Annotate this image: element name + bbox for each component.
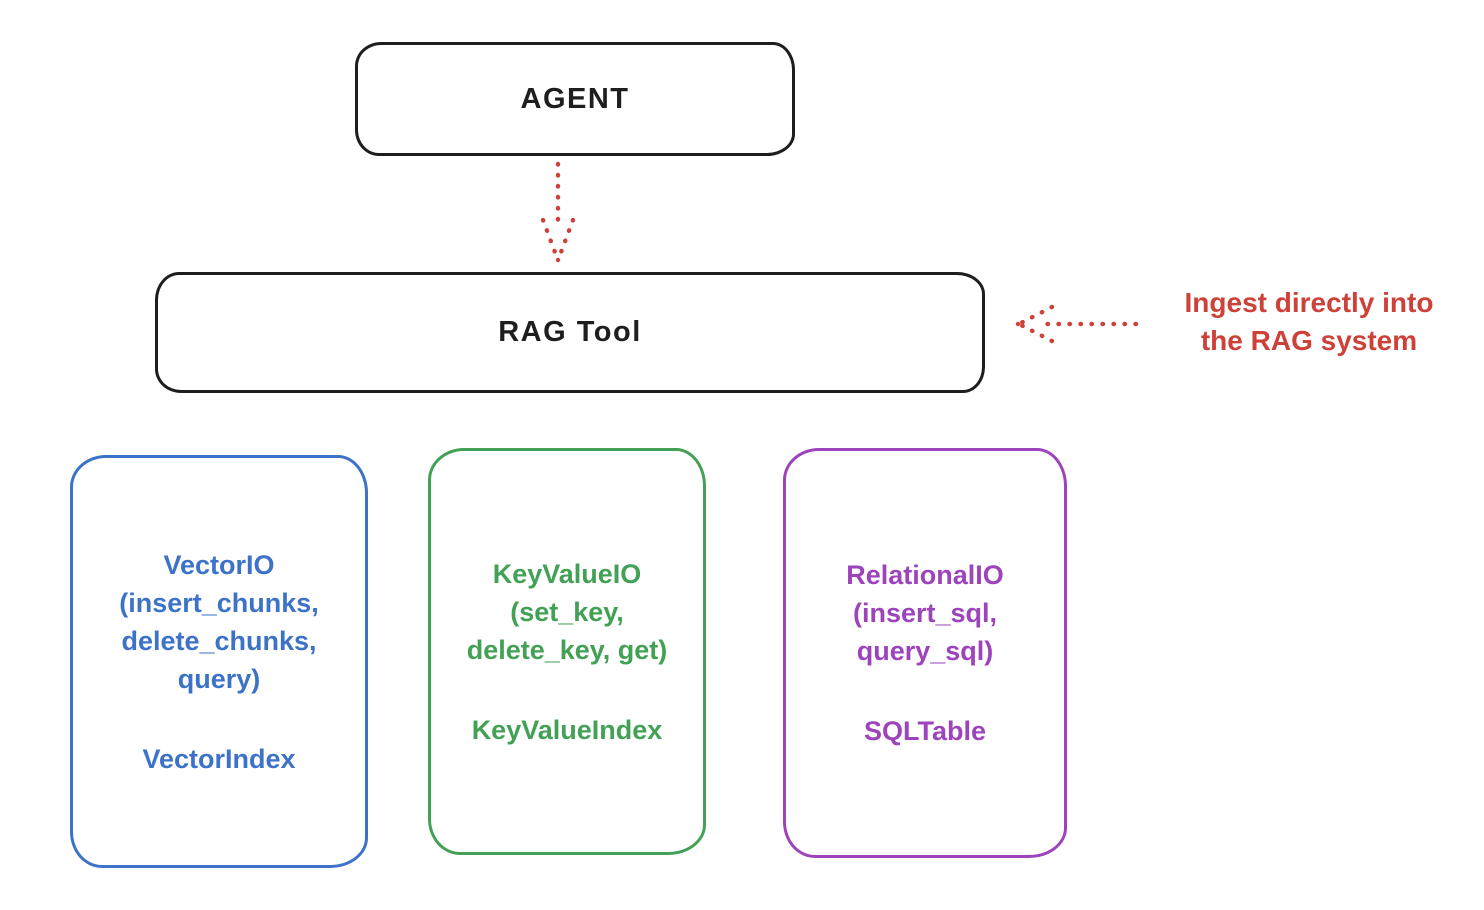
agent-label: AGENT — [520, 82, 630, 115]
agent-to-ragtool-arrow-icon — [540, 161, 576, 263]
ingest-annotation-arrow-icon — [1015, 304, 1139, 344]
relational-io-methods-label: RelationalIO (insert_sql, query_sql) — [846, 560, 1004, 666]
relational-io-box: RelationalIO (insert_sql, query_sql) SQL… — [783, 448, 1067, 858]
keyvalue-io-box: KeyValueIO (set_key, delete_key, get) Ke… — [428, 448, 706, 855]
vector-io-box: VectorIO (insert_chunks, delete_chunks, … — [70, 455, 368, 868]
vector-index-label: VectorIndex — [142, 743, 296, 774]
keyvalue-index-label: KeyValueIndex — [471, 714, 663, 745]
rag-tool-label: RAG Tool — [498, 316, 642, 348]
vector-io-methods-label: VectorIO (insert_chunks, delete_chunks, … — [119, 549, 319, 694]
agent-node: AGENT — [355, 42, 795, 156]
keyvalue-io-methods-label: KeyValueIO (set_key, delete_key, get) — [466, 558, 668, 665]
sqltable-label: SQLTable — [863, 716, 986, 746]
ingest-annotation-text: Ingest directly into the RAG system — [1184, 287, 1434, 356]
rag-tool-node: RAG Tool — [155, 272, 985, 393]
